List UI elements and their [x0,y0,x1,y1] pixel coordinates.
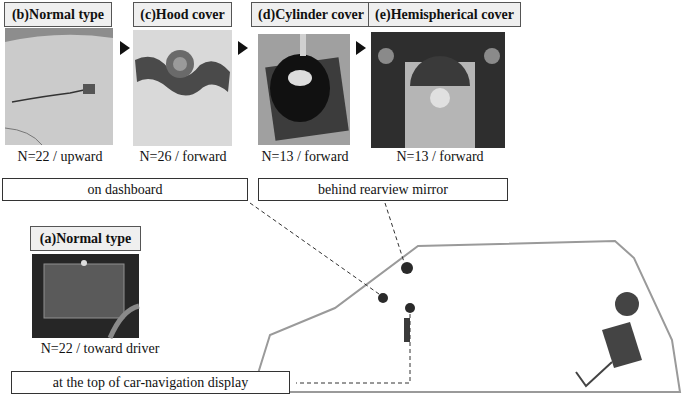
sample-count-label: N=22 / upward [18,149,103,165]
box-text: on dashboard [87,182,162,198]
cylinder-cover [270,54,330,122]
photo-ground [133,30,232,146]
panel-header: (d)Cylinder cover [251,2,371,27]
sample-count-label: N=26 / forward [139,149,226,165]
hemisphere-cover [410,56,470,86]
panel-header: (c)Hood cover [133,2,232,27]
camera-position-dot [378,293,388,303]
leader-line [296,314,410,383]
leader-line [250,203,379,294]
sample-count-label: N=13 / forward [261,149,348,165]
photo-hood-cover [133,30,232,146]
navigation-display [44,264,124,318]
box-text: behind rearview mirror [318,182,448,198]
location-box: on dashboard [2,178,248,201]
box-text: (c)Hood cover [140,7,224,23]
camera-position-dot [401,262,413,274]
windshield-edge [5,28,113,42]
photo-ground [5,28,113,145]
camera-cylinder [166,50,194,78]
ceiling-light [484,48,500,64]
driver-torso [602,322,642,368]
sequence-arrowhead [120,41,130,55]
photo-navigation-display [32,254,139,338]
box-text: (b)Normal type [12,7,104,23]
camera-device [81,260,87,266]
photo-ground [32,254,139,338]
camera-cable [12,90,84,102]
camera-position-dot [405,303,415,313]
sample-count-label: N=13 / forward [396,149,483,165]
panel-header: (b)Normal type [4,2,112,27]
leader-line [385,203,404,262]
camera-lens [173,57,187,71]
box-text: (d)Cylinder cover [258,7,364,23]
cylinder-opening [288,70,312,86]
camera-device [83,84,95,94]
photo-cylinder-cover [258,34,350,145]
dashboard-seam [5,128,42,145]
sequence-arrowhead [356,41,366,55]
center-console [404,318,410,342]
car-outline [256,241,680,392]
panel-header: (e)Hemispherical cover [368,2,521,27]
box-text: at the top of car-navigation display [53,375,248,391]
box-text: (a)Normal type [40,231,131,247]
driver-legs [576,362,612,386]
photo-ground [371,32,505,148]
photo-dashboard [5,28,113,145]
mirror-stem [300,34,306,56]
location-box: behind rearview mirror [258,178,508,201]
steering-wheel [110,306,139,338]
sequence-arrowhead [238,41,248,55]
driver-head [615,292,639,316]
camera-lens [430,88,450,108]
panel-header: (a)Normal type [30,226,141,251]
location-box: at the top of car-navigation display [11,371,290,394]
box-text: (e)Hemispherical cover [375,7,514,23]
ceiling-light [378,48,394,64]
sample-count-label: N=22 / toward driver [41,341,160,357]
photo-hemispherical-cover [371,32,505,148]
photo-ground [258,34,350,145]
